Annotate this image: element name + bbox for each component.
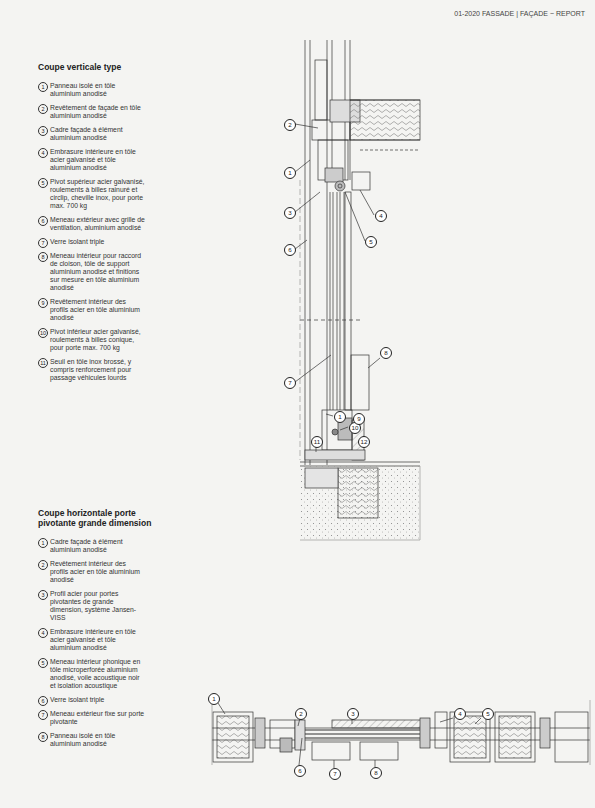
legend-text: Pivot supérieur acier galvanisé, rouleme… [50, 178, 145, 210]
callout-number: 12 [358, 436, 370, 448]
legend-number: 3 [38, 590, 48, 600]
legend-number: 4 [38, 628, 48, 638]
legend-text: Meneau extérieur fixe sur porte pivotant… [50, 710, 145, 726]
legend-text: Cadre façade à élément aluminium anodisé [50, 538, 145, 554]
legend-text: Embrasure intérieure en tôle acier galva… [50, 628, 145, 652]
page-header: 01-2020 FASSADE | FAÇADE ~ REPORT [454, 10, 585, 17]
callout-number: 8 [370, 767, 382, 779]
callout-number: 1 [208, 693, 220, 705]
callout-number: 4 [375, 210, 387, 222]
legend-number: 4 [38, 148, 48, 158]
legend-text: Profil acier pour portes pivotantes de g… [50, 590, 145, 622]
callout-number: 7 [329, 768, 341, 780]
legend-text: Meneau extérieur avec grille de ventilat… [50, 216, 145, 232]
legend-number: 2 [38, 104, 48, 114]
legend-number: 5 [38, 178, 48, 188]
callout-number: 9 [353, 413, 365, 425]
legend-text: Meneau intérieur pour raccord de cloison… [50, 252, 145, 292]
legend-text: Verre isolant triple [50, 238, 145, 246]
legend-text: Pivot inférieur acier galvanisé, rouleme… [50, 328, 145, 352]
legend-text: Verre isolant triple [50, 696, 145, 704]
legend-number: 5 [38, 658, 48, 668]
legend-number: 7 [38, 238, 48, 248]
legend-text: Revêtement de façade en tôle aluminium a… [50, 104, 145, 120]
legend-text: Seuil en tôle inox brossé, y compris ren… [50, 358, 145, 382]
legend-text: Revêtement intérieur des profils acier e… [50, 560, 145, 584]
callout-number: 3 [347, 708, 359, 720]
callout-number: 1 [284, 167, 296, 179]
legend-number: 1 [38, 82, 48, 92]
legend-text: Panneau isolé en tôle aluminium anodisé [50, 732, 145, 748]
callout-number: 5 [482, 708, 494, 720]
legend-number: 8 [38, 252, 48, 262]
legend-text: Revêtement intérieur des profils acier e… [50, 298, 145, 322]
callout-number: 5 [365, 236, 377, 248]
legend-number: 9 [38, 298, 48, 308]
callout-number: 8 [380, 347, 392, 359]
callout-number: 3 [284, 207, 296, 219]
callout-number: 11 [311, 436, 323, 448]
callout-number: 6 [294, 765, 306, 777]
legend-number: 6 [38, 696, 48, 706]
legend-text: Cadre façade à élément aluminium anodisé [50, 126, 145, 142]
legend-number: 1 [38, 538, 48, 548]
callout-number: 7 [284, 377, 296, 389]
callout-number: 2 [295, 708, 307, 720]
legend-number: 7 [38, 710, 48, 720]
legend-text: Meneau intérieur phonique en tôle microp… [50, 658, 145, 690]
callout-number: 1 [334, 411, 346, 423]
callout-number: 2 [284, 119, 296, 131]
callout-number: 6 [284, 244, 296, 256]
callout-number: 4 [454, 708, 466, 720]
legend-number: 8 [38, 732, 48, 742]
legend-number: 10 [38, 328, 48, 338]
legend-number: 2 [38, 560, 48, 570]
legend-number: 6 [38, 216, 48, 226]
legend-number: 11 [38, 358, 48, 368]
section-heading: Coupe verticale type [38, 62, 168, 72]
legend-number: 3 [38, 126, 48, 136]
legend-text: Embrasure intérieure en tôle acier galva… [50, 148, 145, 172]
legend-text: Panneau isolé en tôle aluminium anodisé [50, 82, 145, 98]
section-heading: Coupe horizontale porte pivotante grande… [38, 508, 168, 528]
